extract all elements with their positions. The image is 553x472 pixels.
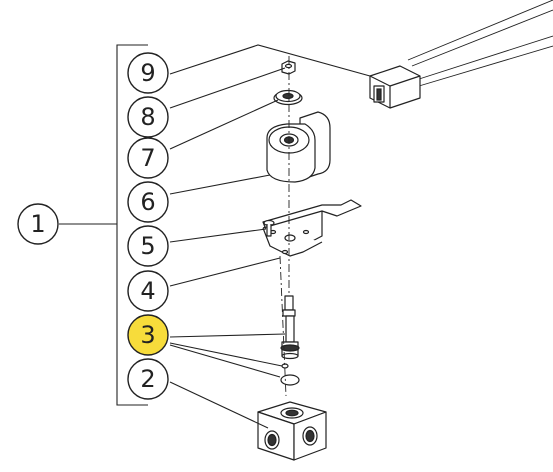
callout-9[interactable]: 9 [127, 52, 169, 94]
o-ring-large-part [280, 374, 300, 386]
nut-part [281, 60, 296, 75]
leader-line-7 [169, 99, 279, 150]
leader-line-4 [169, 257, 281, 287]
leader-line-3c [169, 344, 281, 378]
leader-line-8 [169, 67, 286, 109]
plunger-tube-part [280, 295, 300, 360]
leader-line-3b [169, 342, 283, 367]
leader-line-9 [169, 44, 371, 77]
leader-line-3a [169, 333, 286, 338]
screw-part [263, 219, 275, 237]
cable-connector-part [369, 0, 553, 109]
center-axis-lower [279, 255, 287, 397]
leader-line-6 [169, 174, 271, 195]
solenoid-coil-part [266, 111, 331, 183]
callout-4[interactable]: 4 [127, 270, 169, 312]
callout-2[interactable]: 2 [127, 358, 169, 400]
callout-5[interactable]: 5 [127, 225, 169, 267]
assembly-bracket [116, 44, 148, 406]
callout-8[interactable]: 8 [127, 96, 169, 138]
callout-7[interactable]: 7 [127, 137, 169, 179]
callout-1[interactable]: 1 [17, 203, 59, 245]
callout-6[interactable]: 6 [127, 181, 169, 223]
washer-part [273, 89, 303, 106]
leader-line-5 [169, 228, 267, 243]
mounting-plate-part [262, 199, 362, 257]
valve-body-part [257, 401, 327, 461]
callout-3[interactable]: 3 [127, 314, 169, 356]
leader-line-2 [169, 381, 269, 429]
